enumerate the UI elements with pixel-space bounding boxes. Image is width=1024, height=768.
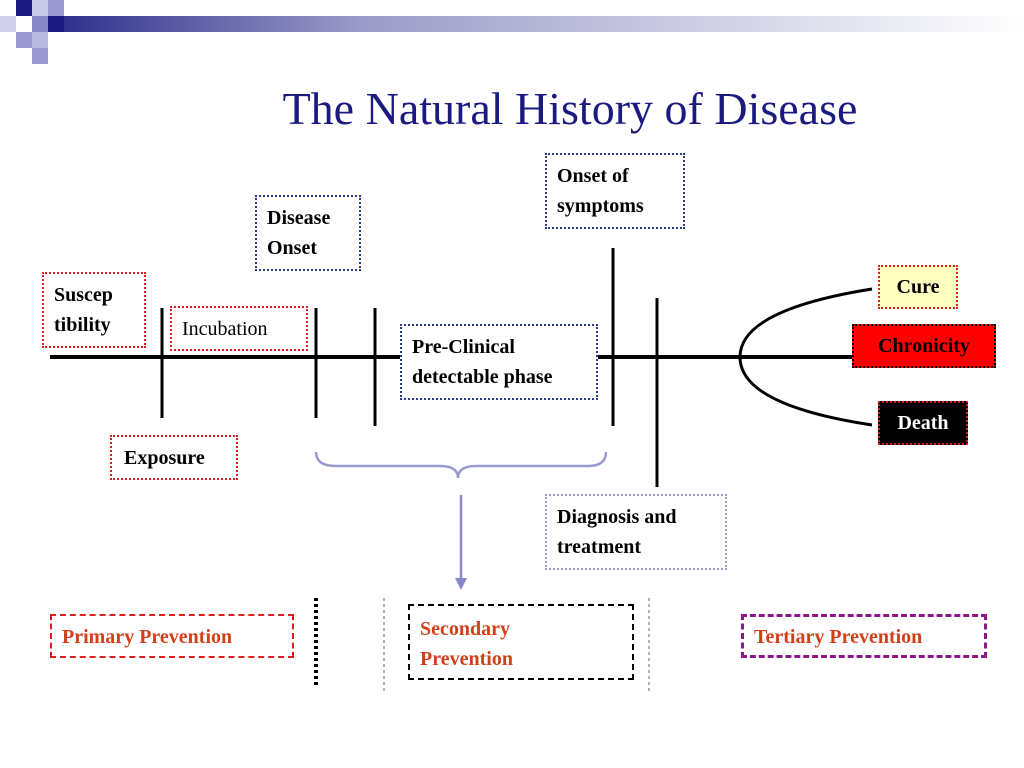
corner-square bbox=[32, 48, 48, 64]
corner-square bbox=[32, 0, 48, 16]
outcome-branches bbox=[738, 287, 873, 427]
onset-of-symptoms-label: Onset of symptoms bbox=[557, 165, 644, 217]
tertiary-prevention-label: Tertiary Prevention bbox=[754, 626, 923, 648]
corner-square bbox=[32, 32, 48, 48]
page-title: The Natural History of Disease bbox=[282, 83, 858, 134]
primary-prevention-box: Primary Prevention bbox=[50, 614, 294, 658]
corner-square bbox=[0, 16, 16, 32]
diagnosis-label: Diagnosis and treatment bbox=[557, 506, 677, 558]
exposure-box: Exposure bbox=[110, 435, 238, 480]
tertiary-prevention-box: Tertiary Prevention bbox=[741, 614, 987, 658]
cure-box: Cure bbox=[878, 265, 958, 309]
cure-label: Cure bbox=[896, 276, 940, 298]
death-label: Death bbox=[897, 412, 949, 434]
primary-prevention-label: Primary Prevention bbox=[62, 626, 233, 648]
corner-square bbox=[16, 16, 32, 32]
chronicity-label: Chronicity bbox=[878, 335, 970, 357]
secondary-prevention-label: Secondary Prevention bbox=[420, 618, 513, 670]
corner-decoration bbox=[0, 0, 1024, 64]
susceptibility-label: Suscep tibility bbox=[54, 284, 113, 336]
secondary-prevention-box: Secondary Prevention bbox=[408, 604, 634, 680]
corner-square bbox=[48, 16, 64, 32]
preclinical-box: Pre-Clinical detectable phase bbox=[400, 324, 598, 400]
disease-onset-box: Disease Onset bbox=[255, 195, 361, 271]
preclinical-label: Pre-Clinical detectable phase bbox=[412, 336, 553, 388]
corner-square bbox=[48, 0, 64, 16]
exposure-label: Exposure bbox=[124, 447, 205, 469]
susceptibility-box: Suscep tibility bbox=[42, 272, 146, 348]
preclinical-brace bbox=[314, 451, 608, 479]
corner-square bbox=[32, 16, 48, 32]
disease-onset-label: Disease Onset bbox=[267, 207, 331, 259]
arrow-head bbox=[455, 578, 467, 590]
corner-square bbox=[16, 0, 32, 16]
incubation-label: Incubation bbox=[182, 318, 268, 340]
onset-of-symptoms-box: Onset of symptoms bbox=[545, 153, 685, 229]
death-box: Death bbox=[878, 401, 968, 445]
chronicity-box: Chronicity bbox=[852, 324, 996, 368]
corner-square bbox=[16, 32, 32, 48]
header-gradient-bar bbox=[0, 16, 1024, 32]
incubation-box: Incubation bbox=[170, 306, 308, 351]
diagnosis-box: Diagnosis and treatment bbox=[545, 494, 727, 570]
